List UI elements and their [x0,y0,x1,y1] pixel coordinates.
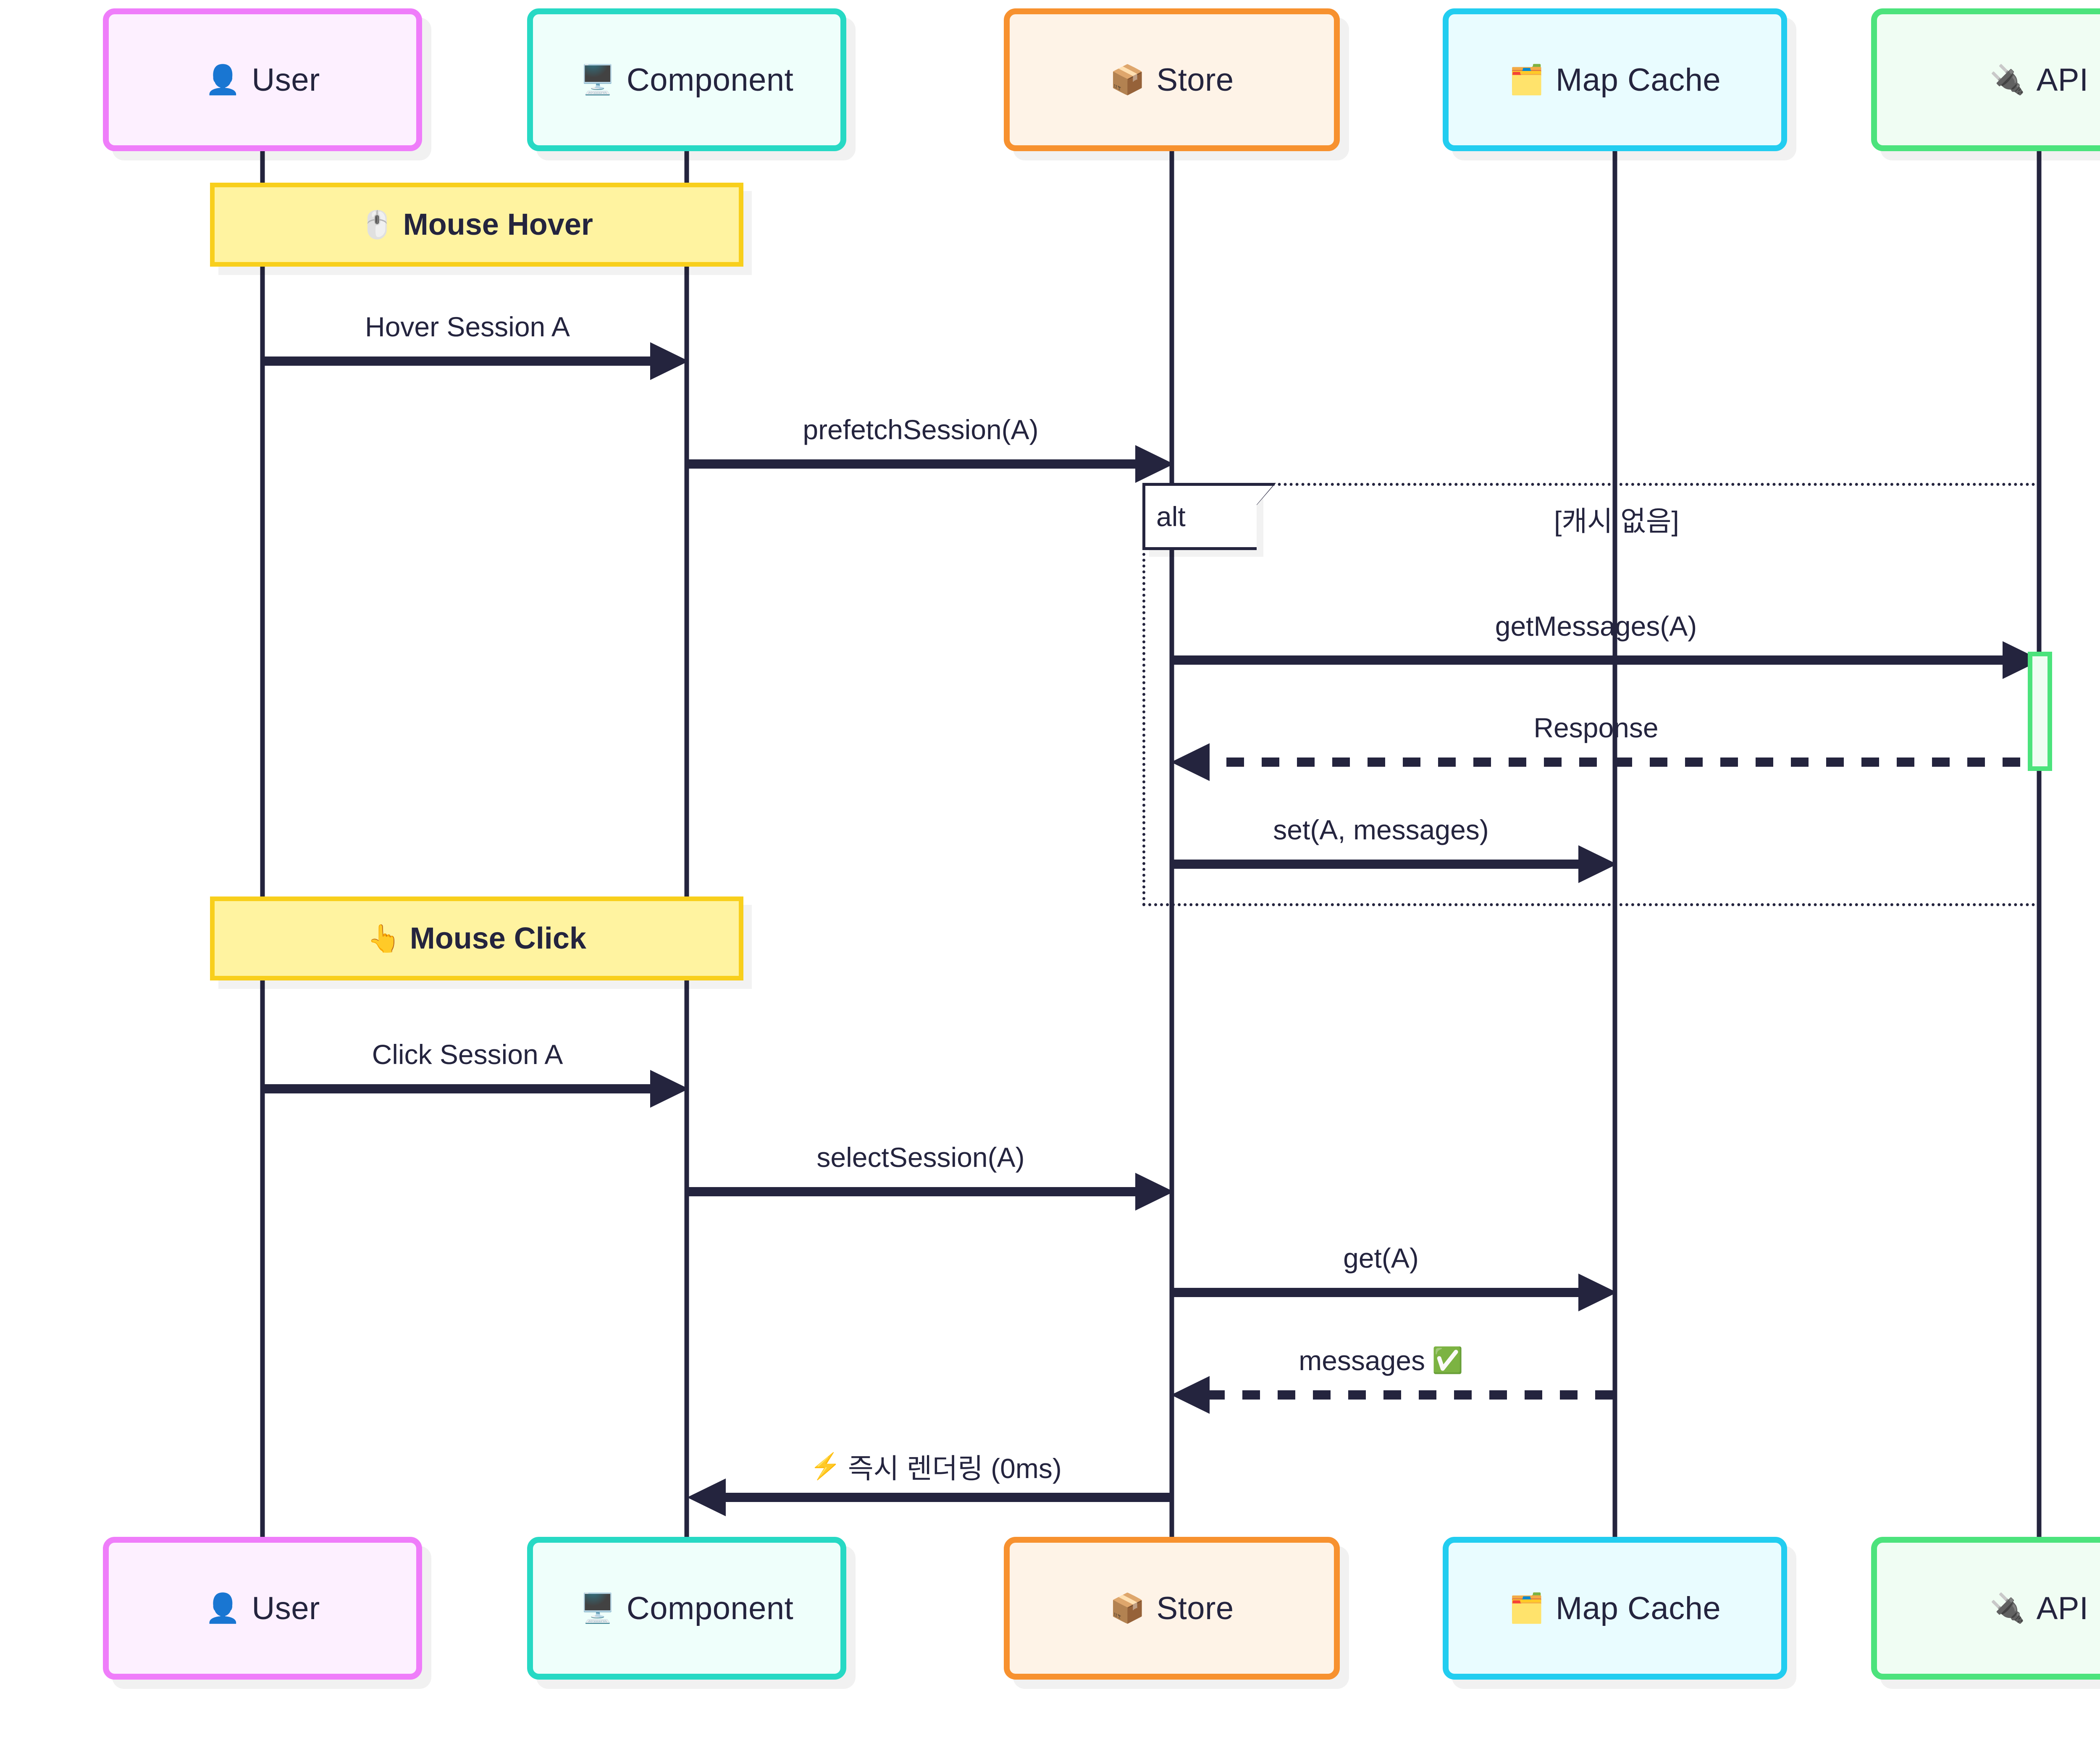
message-text: messages [1299,1345,1425,1376]
alt-fragment-label: alt [1142,483,1276,550]
participant-label: User [252,62,320,98]
participant-label: Map Cache [1556,62,1721,98]
arrow-set-messages [1172,845,1617,883]
person-icon: 👤 [205,1592,241,1624]
arrow-select-session [687,1173,1174,1211]
package-icon: 📦 [1110,64,1146,96]
package-icon: 📦 [1110,1592,1146,1624]
note-label: Mouse Hover [403,208,593,241]
arrow-get-a [1172,1274,1617,1311]
message-label-click-session-a: Click Session A [372,1039,563,1070]
message-label-messages-return: messages ✅ [1299,1345,1463,1376]
white-check-mark-icon: ✅ [1432,1346,1463,1374]
message-label-hover-session-a: Hover Session A [365,311,570,342]
participant-label: Store [1156,1590,1234,1626]
note-mouse-click: 👆 Mouse Click [210,896,743,980]
message-label-select-session: selectSession(A) [816,1142,1025,1173]
alt-fragment-condition: [캐시 없음] [1554,506,1679,537]
card-index-icon: 🗂️ [1509,1592,1545,1624]
activation-bar-api [2028,652,2052,771]
participant-component-bottom[interactable]: 🖥️ Component [527,1537,846,1680]
participant-user-top[interactable]: 👤 User [103,8,422,151]
arrow-instant-render [687,1478,1172,1516]
mouse-icon: 🖱️ [360,210,394,240]
participant-mapcache-top[interactable]: 🗂️ Map Cache [1443,8,1787,151]
desktop-icon: 🖥️ [580,64,616,96]
plug-icon: 🔌 [1990,1592,2026,1624]
high-voltage-icon: ⚡ [810,1452,841,1480]
arrow-prefetch-session [687,445,1174,483]
participant-label: API [2036,1590,2089,1626]
message-label-prefetch-session: prefetchSession(A) [803,414,1039,445]
participant-store-bottom[interactable]: 📦 Store [1004,1537,1340,1680]
participant-label: Component [626,62,794,98]
person-icon: 👤 [205,64,241,96]
participant-label: Component [626,1590,794,1626]
message-arrows [262,342,2041,1516]
arrow-click-session-a [262,1070,689,1108]
message-label-get-a: get(A) [1343,1242,1419,1274]
message-label-response: Response [1533,712,1659,743]
message-label-set-messages: set(A, messages) [1273,814,1489,845]
participant-mapcache-bottom[interactable]: 🗂️ Map Cache [1443,1537,1787,1680]
participant-component-top[interactable]: 🖥️ Component [527,8,846,151]
note-mouse-hover: 🖱️ Mouse Hover [210,183,743,267]
arrow-response [1171,743,2020,781]
note-label: Mouse Click [410,922,586,955]
participant-api-top[interactable]: 🔌 API [1871,8,2100,151]
desktop-icon: 🖥️ [580,1592,616,1624]
participant-label: Store [1156,62,1234,98]
participant-label: Map Cache [1556,1590,1721,1626]
arrow-get-messages [1172,641,2041,679]
participant-label: User [252,1590,320,1626]
arrow-messages-return [1171,1376,1613,1414]
participant-store-top[interactable]: 📦 Store [1004,8,1340,151]
plug-icon: 🔌 [1990,64,2026,96]
pointing-up-icon: 👆 [367,923,401,954]
message-text: 즉시 렌더링 (0ms) [848,1453,1062,1484]
participant-user-bottom[interactable]: 👤 User [103,1537,422,1680]
message-label-get-messages: getMessages(A) [1495,611,1697,642]
arrow-hover-session-a [262,342,689,380]
participant-label: API [2036,62,2089,98]
participant-api-bottom[interactable]: 🔌 API [1871,1537,2100,1680]
message-label-instant-render: ⚡ 즉시 렌더링 (0ms) [810,1446,1062,1486]
card-index-icon: 🗂️ [1509,64,1545,96]
